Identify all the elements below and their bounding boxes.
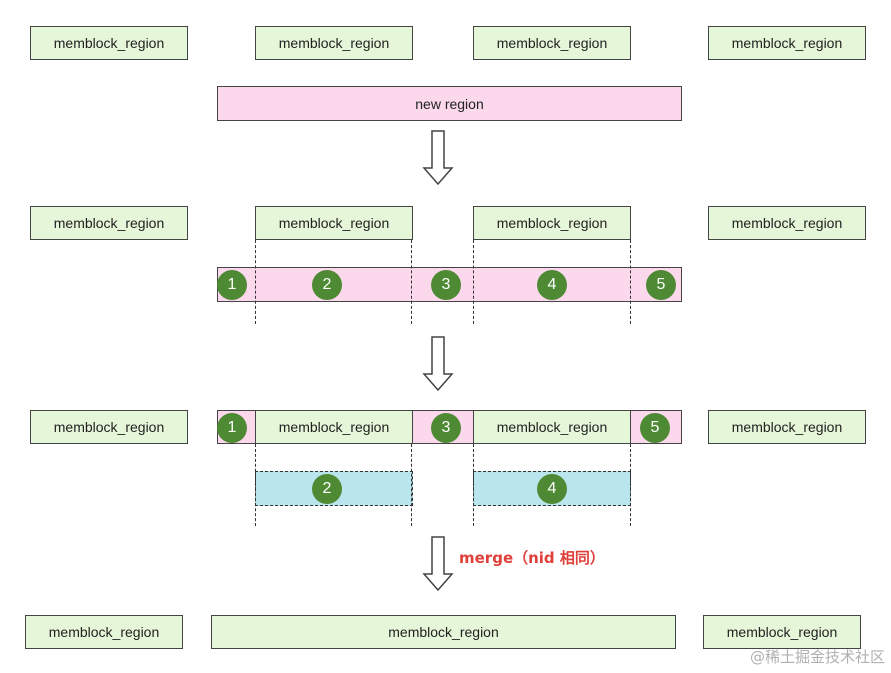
segment-number: 3 bbox=[431, 270, 461, 300]
segment-number: 2 bbox=[312, 270, 342, 300]
segment-number: 1 bbox=[217, 413, 247, 443]
memblock-region: memblock_region bbox=[255, 206, 413, 240]
segment-number: 5 bbox=[646, 270, 676, 300]
boundary-line bbox=[255, 240, 256, 324]
down-arrow-icon bbox=[422, 336, 454, 392]
memblock-region: memblock_region bbox=[473, 410, 631, 444]
memblock-region: memblock_region bbox=[708, 206, 866, 240]
new-region: new region bbox=[217, 86, 682, 121]
memblock-region: memblock_region bbox=[30, 206, 188, 240]
boundary-line bbox=[411, 444, 412, 526]
merge-label: merge（nid 相同） bbox=[459, 549, 605, 567]
boundary-line bbox=[473, 240, 474, 324]
memblock-region: memblock_region bbox=[30, 410, 188, 444]
watermark: @稀土掘金技术社区 bbox=[749, 648, 885, 666]
segment-number: 5 bbox=[640, 413, 670, 443]
boundary-line bbox=[411, 240, 412, 324]
memblock-region: memblock_region bbox=[255, 410, 413, 444]
memblock-region: memblock_region bbox=[708, 410, 866, 444]
boundary-line bbox=[473, 444, 474, 526]
down-arrow-icon bbox=[422, 536, 454, 592]
segment-number: 1 bbox=[217, 270, 247, 300]
boundary-line bbox=[630, 240, 631, 324]
memblock-region: memblock_region bbox=[30, 26, 188, 60]
memblock-region: memblock_region bbox=[25, 615, 183, 649]
segment-number: 4 bbox=[537, 270, 567, 300]
memblock-region-merged: memblock_region bbox=[211, 615, 676, 649]
boundary-line bbox=[630, 444, 631, 526]
boundary-line bbox=[255, 444, 256, 526]
memblock-region: memblock_region bbox=[703, 615, 861, 649]
down-arrow-icon bbox=[422, 130, 454, 186]
memblock-region: memblock_region bbox=[473, 26, 631, 60]
segment-number: 2 bbox=[312, 474, 342, 504]
segment-number: 4 bbox=[537, 474, 567, 504]
memblock-region: memblock_region bbox=[473, 206, 631, 240]
memblock-region: memblock_region bbox=[708, 26, 866, 60]
memblock-region: memblock_region bbox=[255, 26, 413, 60]
segment-number: 3 bbox=[431, 413, 461, 443]
